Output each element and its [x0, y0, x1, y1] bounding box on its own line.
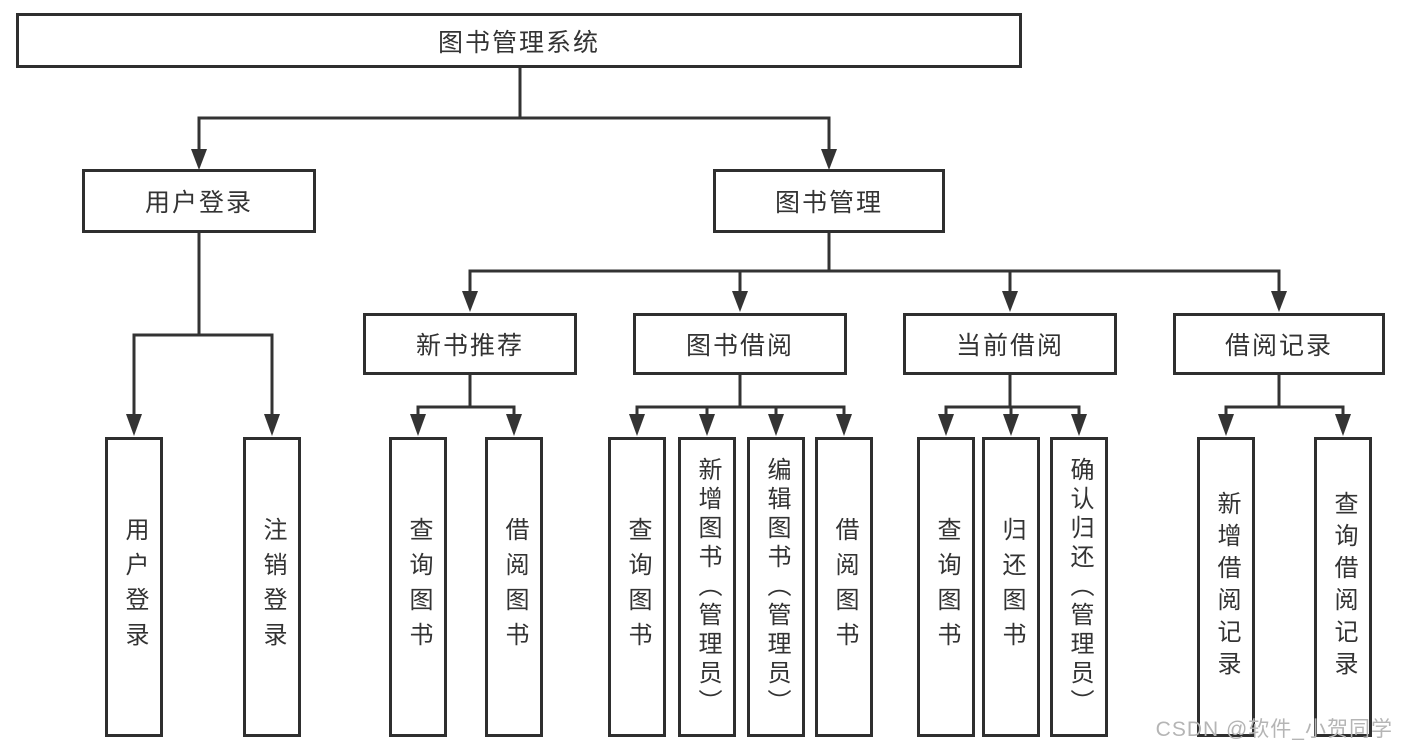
leaf-return-books: 归还图书: [982, 437, 1040, 737]
watermark-text: CSDN @软件_小贺同学: [1155, 718, 1393, 741]
node-label: 图书借阅: [685, 332, 794, 360]
leaf-label: 借阅图书: [831, 517, 858, 657]
leaf-user-login: 用户登录: [105, 437, 163, 737]
leaf-add-borrowing-record: 新增借阅记录: [1197, 437, 1255, 737]
node-current-borrowing: 当前借阅: [903, 313, 1117, 375]
leaf-label: 查询图书: [933, 517, 960, 657]
node-label: 图书管理系统: [437, 28, 600, 57]
leaf-confirm-return-admin: 确认归还（管理员）: [1050, 437, 1108, 737]
leaf-query-books-current: 查询图书: [917, 437, 975, 737]
node-label: 新书推荐: [415, 332, 524, 360]
node-library-management-system: 图书管理系统: [16, 13, 1022, 68]
node-book-borrowing: 图书借阅: [633, 313, 847, 375]
leaf-query-books-borrowing: 查询图书: [608, 437, 666, 737]
leaf-borrow-books-recommend: 借阅图书: [485, 437, 543, 737]
leaf-label: 查询图书: [624, 517, 651, 657]
leaf-query-books-recommend: 查询图书: [389, 437, 447, 737]
node-book-management: 图书管理: [713, 169, 945, 233]
leaf-label: 确认归还（管理员）: [1066, 456, 1093, 718]
leaf-borrow-books-borrowing: 借阅图书: [815, 437, 873, 737]
node-new-book-recommendation: 新书推荐: [363, 313, 577, 375]
leaf-logout-login: 注销登录: [243, 437, 301, 737]
node-label: 借阅记录: [1224, 332, 1333, 360]
leaf-label: 查询图书: [405, 517, 432, 657]
node-user-login: 用户登录: [82, 169, 316, 233]
leaf-label: 用户登录: [121, 517, 148, 657]
leaf-label: 借阅图书: [501, 517, 528, 657]
node-label: 用户登录: [144, 189, 253, 217]
node-label: 图书管理: [774, 189, 883, 217]
leaf-label: 归还图书: [998, 517, 1025, 657]
leaf-label: 编辑图书（管理员）: [763, 456, 790, 718]
leaf-label: 新增借阅记录: [1213, 491, 1240, 683]
leaf-label: 新增图书（管理员）: [694, 456, 721, 718]
node-label: 当前借阅: [955, 332, 1064, 360]
leaf-label: 查询借阅记录: [1330, 491, 1357, 683]
node-borrowing-records: 借阅记录: [1173, 313, 1385, 375]
leaf-edit-books-admin: 编辑图书（管理员）: [747, 437, 805, 737]
leaf-label: 注销登录: [259, 517, 286, 657]
leaf-add-books-admin: 新增图书（管理员）: [678, 437, 736, 737]
leaf-query-borrowing-record: 查询借阅记录: [1314, 437, 1372, 737]
